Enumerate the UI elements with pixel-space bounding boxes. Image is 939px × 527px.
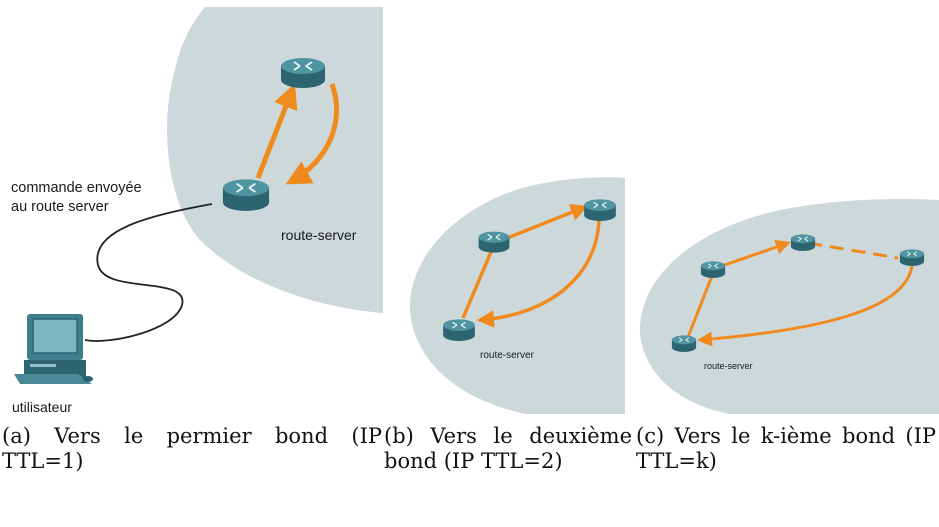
- panel-c: route-server: [639, 199, 939, 414]
- arrow-down-a: [285, 83, 340, 185]
- router-icon: [280, 57, 326, 89]
- arrow-up-a: [255, 83, 298, 179]
- router-icon: [899, 248, 925, 267]
- caption-a: (a) Vers le permier bond (IP TTL=1): [2, 424, 382, 473]
- router-icon: [477, 230, 511, 254]
- panel-a: commande envoyée au route server route-s…: [11, 7, 383, 415]
- cable: [84, 203, 213, 342]
- panel-b: route-server: [410, 177, 625, 414]
- router-icon: [671, 334, 697, 353]
- command-text-line1: commande envoyée: [11, 180, 142, 196]
- arrow-b1: [499, 204, 589, 243]
- router-icon: [583, 198, 617, 222]
- network-cloud-a: [167, 7, 383, 313]
- computer-icon: [14, 314, 93, 384]
- server-label-b: route-server: [480, 350, 535, 361]
- network-cloud-c: [639, 199, 939, 414]
- arrow-c2: [697, 265, 914, 347]
- arrow-c1: [715, 239, 791, 270]
- link-c: [686, 275, 714, 338]
- router-icon: [442, 318, 476, 342]
- server-label-c: route-server: [704, 361, 753, 371]
- server-label-a: route-server: [281, 227, 357, 243]
- arrow-b2: [476, 217, 601, 328]
- router-icon: [700, 260, 726, 279]
- network-cloud-b: [410, 177, 625, 414]
- router-icon: [221, 178, 271, 212]
- dashed-link-c: [807, 241, 899, 260]
- command-text-line2: au route server: [11, 199, 109, 215]
- user-label: utilisateur: [12, 399, 72, 415]
- caption-b: (b) Vers le deuxième bond (IP TTL=2): [384, 424, 632, 473]
- router-icon: [790, 233, 816, 252]
- link-b: [461, 251, 493, 319]
- caption-c: (c) Vers le k-ième bond (IP TTL=k): [636, 424, 936, 473]
